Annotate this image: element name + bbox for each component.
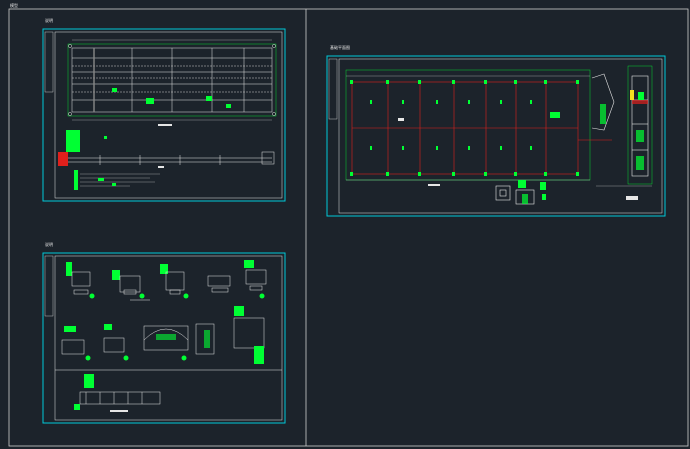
- sheet-bottom-left[interactable]: 说明: [42, 241, 286, 424]
- model-tab-label[interactable]: 模型: [10, 2, 18, 8]
- sheet-bottom-left-inner-border: [54, 255, 283, 421]
- sheet-right-inner-border: [338, 58, 663, 214]
- sheet-bottom-left-tag: 说明: [45, 241, 53, 247]
- sheet-top-left[interactable]: 说明: [42, 17, 286, 202]
- detail-drawings: [61, 260, 267, 412]
- sheet-bottom-left-titlestrip: [44, 255, 54, 317]
- section-drawing-1: [58, 130, 275, 190]
- sheet-top-left-outer-border: [42, 28, 286, 202]
- sheet-bottom-left-outer-border: [42, 252, 286, 424]
- sheet-right-outer-border: [326, 55, 666, 217]
- sheet-top-left-titlestrip: [44, 31, 54, 93]
- sheet-top-left-tag: 说明: [45, 17, 53, 23]
- annex-drawing: [591, 65, 653, 200]
- sheet-top-left-inner-border: [54, 31, 283, 199]
- plan-drawing-1: [67, 39, 277, 126]
- model-space-frame: [8, 8, 689, 447]
- sheet-right-titlestrip: [328, 58, 338, 120]
- foundation-plan-grid: [345, 69, 612, 181]
- footing-details: [495, 180, 546, 205]
- foundation-plan-footings: [350, 80, 579, 186]
- sheet-right[interactable]: 基础平面图: [326, 44, 666, 217]
- sheet-right-tag: 基础平面图: [330, 44, 350, 50]
